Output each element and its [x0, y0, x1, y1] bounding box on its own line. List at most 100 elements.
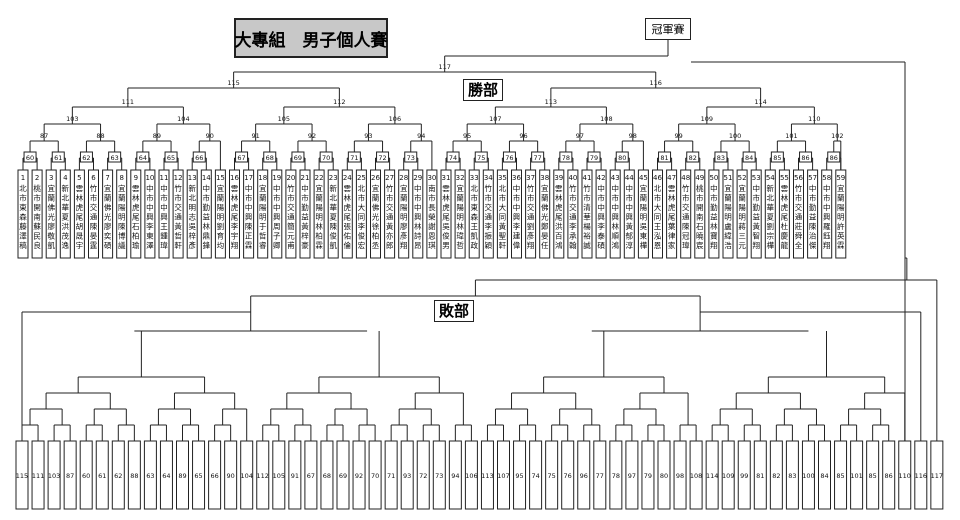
player-name-char: 黃 — [301, 221, 309, 231]
player-name-char: 明 — [724, 213, 732, 222]
player-seed: 5 — [77, 174, 81, 182]
player-name-char: 蘭 — [640, 193, 648, 203]
player-name-char: 通 — [569, 212, 577, 222]
player-seed: 9 — [134, 174, 138, 182]
player-name-char: 楊 — [583, 221, 591, 231]
player-name-char: 竹 — [174, 183, 182, 193]
player-name-char: 羅 — [823, 222, 831, 231]
losers-slot-number: 94 — [451, 472, 459, 480]
player-name-char: 北 — [19, 184, 27, 193]
prelim-match-number: 63 — [111, 154, 119, 162]
player-name-char: 長 — [428, 203, 436, 212]
player-name-char: 尾 — [668, 213, 676, 222]
player-name-char: 市 — [682, 193, 690, 203]
player-name-char: 中 — [146, 183, 154, 193]
player-name-char: 葉 — [668, 221, 676, 231]
player-name-char: 林 — [611, 221, 619, 231]
player-seed: 50 — [709, 174, 718, 182]
player-name-char: 李 — [513, 221, 521, 231]
player-name-char: 慶 — [781, 231, 789, 241]
player-name-char: 宜 — [372, 183, 380, 193]
player-name-char: 興 — [823, 212, 831, 222]
player-name-char: 竹 — [485, 183, 493, 193]
player-name-char: 梓 — [301, 231, 309, 241]
player-name-char: 興 — [160, 212, 168, 222]
player-seed: 13 — [188, 174, 197, 182]
losers-slot-number: 62 — [114, 472, 122, 480]
player-name-char: 交 — [386, 202, 394, 212]
player-name-char: 陽 — [118, 203, 126, 212]
losers-slot-number: 81 — [756, 472, 764, 480]
player-name-char: 鼎 — [203, 232, 211, 241]
losers-slot-number: 106 — [465, 472, 477, 480]
player-name-char: 裕 — [583, 231, 591, 241]
losers-slot-number: 84 — [820, 472, 828, 480]
player-name-char: 舜 — [795, 231, 803, 241]
player-seed: 14 — [202, 174, 211, 182]
player-name-char: 瑋 — [160, 240, 168, 250]
player-name-char: 治 — [809, 231, 817, 241]
losers-slot-number: 64 — [162, 472, 170, 480]
losers-slot-number: 108 — [690, 472, 702, 480]
player-name-char: 林 — [456, 221, 464, 231]
player-name-char: 陳 — [118, 222, 126, 231]
player-name-char: 三 — [738, 232, 746, 241]
losers-slot-number: 76 — [564, 472, 572, 480]
player-name-char: 雲 — [668, 184, 676, 193]
player-name-char: 市 — [174, 193, 182, 203]
player-name-char: 宜 — [217, 183, 225, 193]
player-name-char: 樺 — [767, 240, 775, 250]
player-name-char: 洪 — [555, 221, 563, 231]
player-name-char: 鄭 — [541, 221, 549, 231]
prelim-match-number: 67 — [237, 154, 245, 162]
player-name-char: 大 — [358, 202, 366, 212]
player-seed: 23 — [329, 174, 338, 182]
prelim-match-number: 75 — [477, 154, 485, 162]
player-name-char: 益 — [301, 212, 309, 222]
player-name-char: 彥 — [400, 231, 408, 241]
losers-slot-number: 61 — [98, 472, 106, 480]
player-name-char: 市 — [428, 193, 436, 203]
player-name-char: 佛 — [104, 202, 112, 212]
player-seed: 29 — [413, 174, 422, 182]
player-name-char: 樺 — [640, 240, 648, 250]
player-name-char: 開 — [696, 203, 704, 212]
player-name-char: 光 — [104, 212, 112, 222]
player-name-char: 林 — [781, 193, 789, 203]
player-name-char: 宜 — [541, 183, 549, 193]
player-name-char: 蘭 — [47, 193, 55, 203]
player-name-char: 蘭 — [738, 193, 746, 203]
player-name-char: 市 — [273, 193, 281, 203]
player-name-char: 蘭 — [217, 193, 225, 203]
player-name-char: 黃 — [499, 221, 507, 231]
player-name-char: 竹 — [386, 183, 394, 193]
losers-slot-number: 91 — [291, 472, 299, 480]
player-name-char: 凱 — [470, 231, 478, 241]
player-name-char: 蘇 — [33, 221, 41, 231]
player-name-char: 中 — [611, 183, 619, 193]
player-name-char: 虎 — [344, 202, 352, 212]
losers-slot-number: 86 — [885, 472, 893, 480]
player-seed: 30 — [427, 174, 436, 182]
player-seed: 46 — [653, 174, 662, 182]
player-name-char: 柏 — [132, 231, 140, 241]
player-name-char: 全 — [795, 240, 803, 250]
losers-slot-number: 68 — [323, 472, 331, 480]
player-name-char: 順 — [611, 232, 619, 241]
player-name-char: 倫 — [344, 240, 352, 250]
player-name-char: 明 — [400, 213, 408, 222]
player-name-char: 森 — [19, 212, 27, 222]
prelim-match-number: 85 — [773, 154, 781, 162]
player-name-char: 逸 — [62, 240, 70, 250]
player-name-char: 林 — [231, 193, 239, 203]
player-name-char: 宜 — [738, 183, 746, 193]
